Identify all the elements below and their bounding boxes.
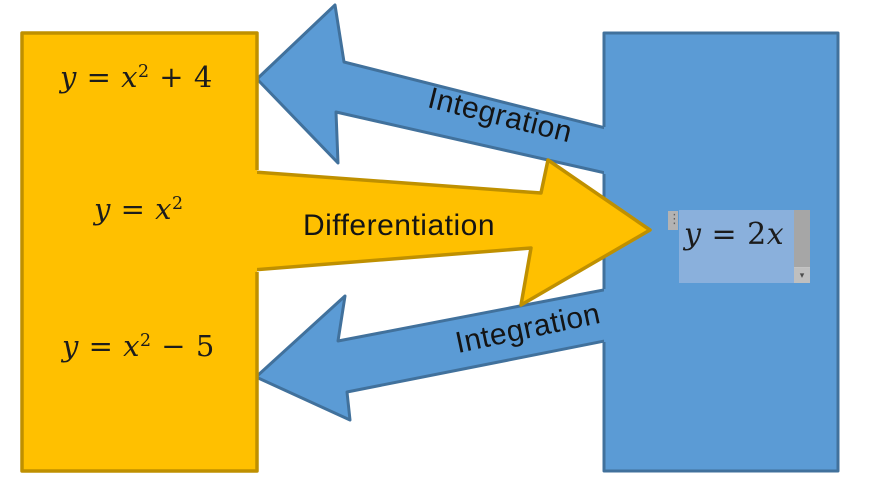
equation-y-equals-x2[interactable]: y = x2: [94, 192, 184, 226]
differentiation-label: Differentiation: [302, 209, 496, 242]
scrollbar-thumb[interactable]: [794, 210, 810, 267]
equation-y-equals-2x[interactable]: y = 2x: [684, 217, 785, 252]
equation-y-equals-x2-plus-4[interactable]: y = x2 + 4: [60, 60, 213, 94]
left-panel-border: [20, 31, 259, 473]
equation-editor-box[interactable]: ⋮ y = 2x ▾: [668, 210, 810, 283]
left-panel-shape[interactable]: [22, 33, 257, 471]
equation-y-equals-x2-minus-5[interactable]: y = x2 − 5: [62, 329, 215, 363]
equation-scrollbar[interactable]: ▾: [794, 210, 810, 283]
equation-drag-handle[interactable]: ⋮: [668, 211, 681, 230]
differentiation-arrow[interactable]: [238, 158, 652, 307]
scrollbar-down-arrow-icon[interactable]: ▾: [794, 268, 810, 283]
